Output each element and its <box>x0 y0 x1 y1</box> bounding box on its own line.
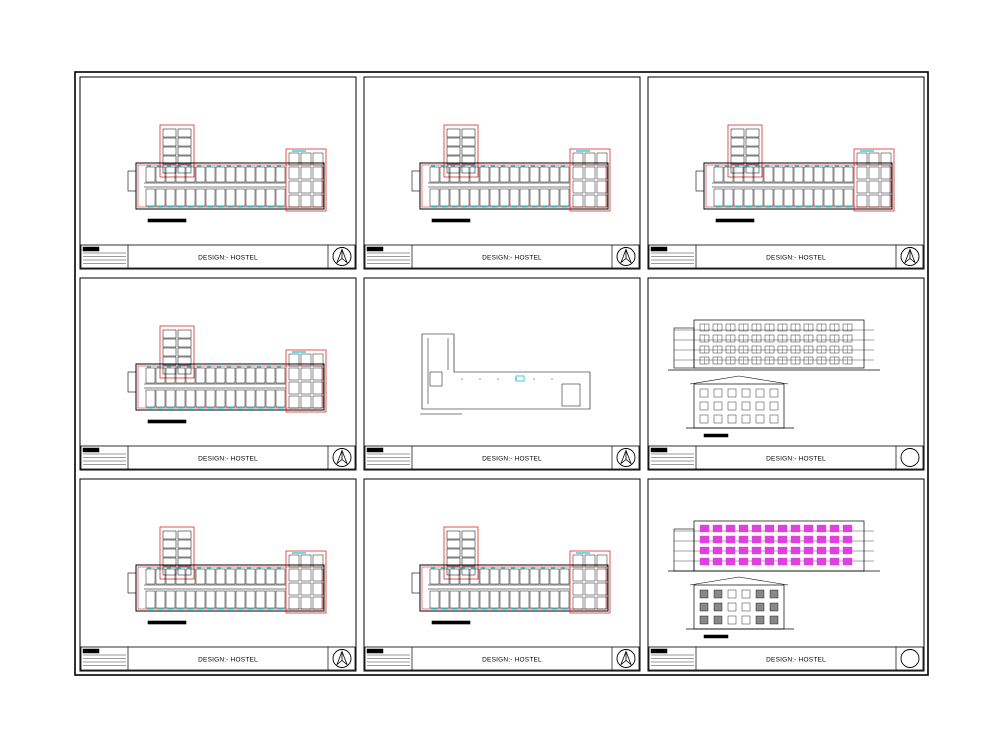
north-arrow-icon <box>900 448 920 467</box>
drawing-panel: DESIGN:- HOSTEL <box>647 76 925 270</box>
sheet-title: DESIGN:- HOSTEL <box>482 255 542 262</box>
drawing-panel: DESIGN:- HOSTEL <box>647 277 925 471</box>
outer-border <box>74 71 929 676</box>
sheet-title: DESIGN:- HOSTEL <box>766 456 826 463</box>
drawing-panel: DESIGN:- HOSTEL <box>363 277 641 471</box>
north-arrow-icon <box>616 247 636 266</box>
sheet-title: DESIGN:- HOSTEL <box>482 657 542 664</box>
drawing-panel: DESIGN:- HOSTEL <box>647 478 925 672</box>
sheet-title: DESIGN:- HOSTEL <box>482 456 542 463</box>
north-arrow-icon <box>900 247 920 266</box>
north-arrow-icon <box>616 448 636 467</box>
drawing-panel: DESIGN:- HOSTEL <box>363 76 641 270</box>
drawing-panel: DESIGN:- HOSTEL <box>79 76 357 270</box>
sheet-title: DESIGN:- HOSTEL <box>766 255 826 262</box>
north-arrow-icon <box>616 649 636 668</box>
drawing-panel: DESIGN:- HOSTEL <box>79 478 357 672</box>
drawing-panel: DESIGN:- HOSTEL <box>79 277 357 471</box>
north-arrow-icon <box>332 247 352 266</box>
sheet-title: DESIGN:- HOSTEL <box>198 657 258 664</box>
sheet-title: DESIGN:- HOSTEL <box>766 657 826 664</box>
north-arrow-icon <box>332 448 352 467</box>
sheet-title: DESIGN:- HOSTEL <box>198 255 258 262</box>
north-arrow-icon <box>332 649 352 668</box>
north-arrow-icon <box>900 649 920 668</box>
drawing-panel: DESIGN:- HOSTEL <box>363 478 641 672</box>
sheet-title: DESIGN:- HOSTEL <box>198 456 258 463</box>
